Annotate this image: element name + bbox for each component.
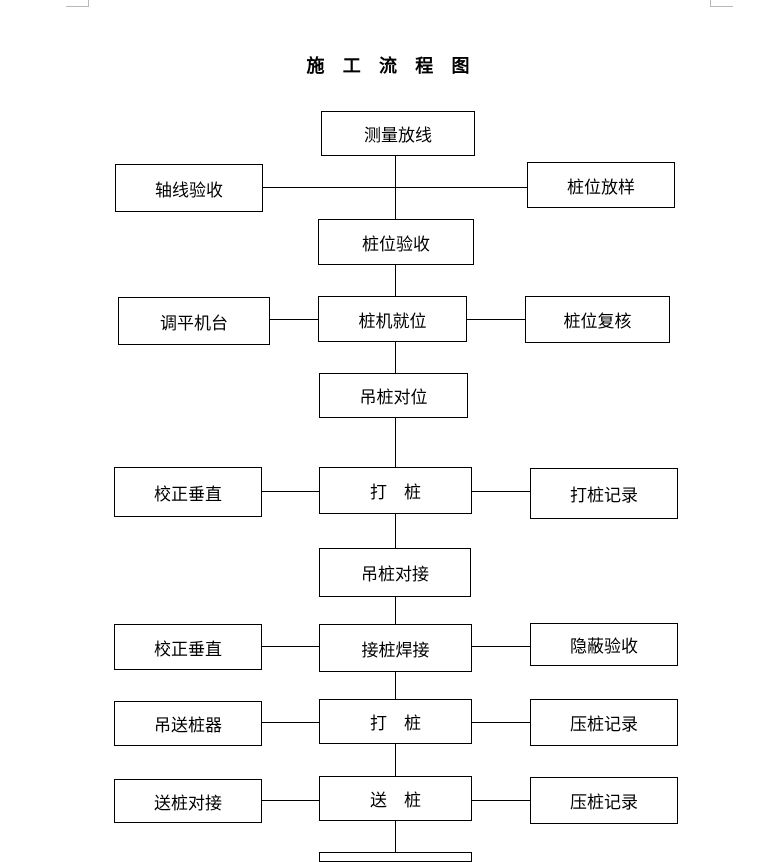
step-hoist-follower: 吊送桩器 [114,701,262,746]
step-pile-driving-1: 打 桩 [319,467,472,514]
step-hoist-pile-joint: 吊桩对接 [319,548,471,597]
step-pile-position-acceptance: 桩位验收 [318,219,474,265]
step-pile-position-recheck: 桩位复核 [525,296,670,343]
step-concealed-acceptance: 隐蔽验收 [530,623,678,666]
step-rig-in-position: 桩机就位 [318,296,467,342]
step-pile-welding: 接桩焊接 [319,624,472,672]
step-pressing-record-1: 压桩记录 [530,699,678,746]
step-pile-position-setout: 桩位放样 [527,162,675,208]
diagram-title: 施 工 流 程 图 [306,56,476,77]
step-survey-layout: 测量放线 [321,111,475,156]
connector-row-axis [262,187,528,188]
step-correct-vertical-2: 校正垂直 [114,624,262,670]
step-follower-joint: 送桩对接 [114,779,262,823]
step-driving-record: 打桩记录 [530,468,678,519]
step-hoist-pile-align: 吊桩对位 [319,373,468,418]
step-pressing-record-2: 压桩记录 [530,777,678,824]
page-corner-mark-left [66,0,89,7]
step-next-cutoff [319,852,472,862]
step-level-rig: 调平机台 [118,297,270,345]
step-correct-vertical-1: 校正垂直 [114,467,262,517]
step-follow-driving: 送 桩 [319,776,472,821]
page-corner-mark-right [710,0,733,7]
step-axis-acceptance: 轴线验收 [115,164,263,212]
step-pile-driving-2: 打 桩 [319,699,472,744]
